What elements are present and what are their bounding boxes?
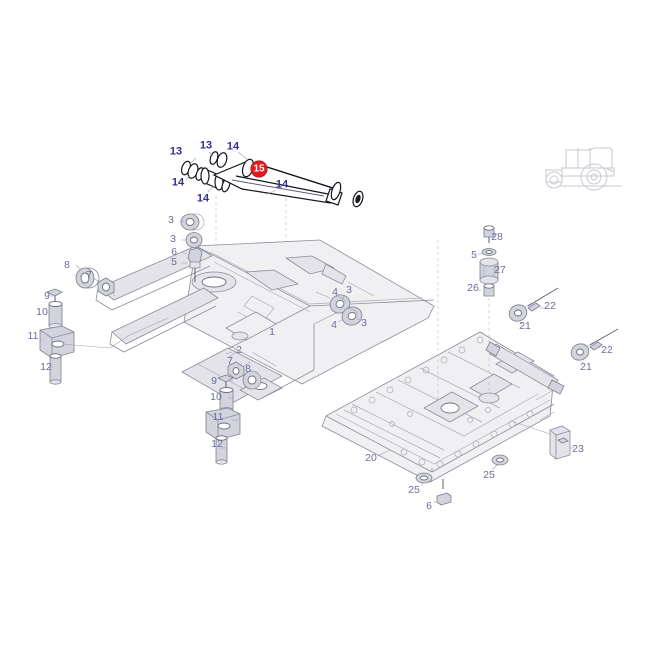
callout-label-11[interactable]: 11 bbox=[27, 329, 39, 342]
right-pin-sets bbox=[485, 287, 619, 395]
callout-label-28[interactable]: 28 bbox=[491, 230, 503, 243]
hydraulic-cylinder-assembly bbox=[180, 151, 364, 208]
callout-label-27[interactable]: 27 bbox=[494, 263, 506, 276]
lower-mount-hardware bbox=[205, 351, 262, 465]
callout-label-5[interactable]: 5 bbox=[471, 248, 477, 261]
callout-label-2[interactable]: 2 bbox=[236, 343, 242, 356]
callout-label-9[interactable]: 9 bbox=[211, 374, 217, 387]
callout-label-6[interactable]: 6 bbox=[171, 245, 177, 258]
callout-label-13[interactable]: 13 bbox=[199, 139, 213, 152]
callout-label-8[interactable]: 8 bbox=[245, 362, 251, 375]
callout-label-5[interactable]: 5 bbox=[171, 255, 177, 268]
right-bushing-pairs bbox=[315, 291, 363, 326]
callout-label-4[interactable]: 4 bbox=[332, 285, 338, 298]
callout-label-3[interactable]: 3 bbox=[170, 232, 176, 245]
callout-label-9[interactable]: 9 bbox=[44, 289, 50, 302]
callout-label-4[interactable]: 4 bbox=[331, 318, 337, 331]
tractor-silhouette-icon bbox=[545, 147, 622, 191]
top-mount-hardware bbox=[179, 213, 205, 282]
callout-label-14[interactable]: 14 bbox=[275, 178, 289, 191]
callout-label-8[interactable]: 8 bbox=[64, 258, 70, 271]
callout-label-3[interactable]: 3 bbox=[346, 283, 352, 296]
callout-label-12[interactable]: 12 bbox=[211, 437, 223, 450]
upper-chassis-frame bbox=[95, 239, 435, 403]
callout-label-22[interactable]: 22 bbox=[601, 343, 613, 356]
callout-label-3[interactable]: 3 bbox=[168, 213, 174, 226]
highlighted-part-badge[interactable]: 15 bbox=[250, 160, 268, 178]
callout-label-7[interactable]: 7 bbox=[227, 354, 233, 367]
callout-label-1[interactable]: 1 bbox=[269, 325, 275, 338]
callout-label-23[interactable]: 23 bbox=[572, 442, 584, 455]
callout-label-25[interactable]: 25 bbox=[483, 468, 495, 481]
callout-label-6[interactable]: 6 bbox=[426, 499, 432, 512]
lower-plate-assembly bbox=[321, 331, 555, 506]
callout-label-14[interactable]: 14 bbox=[226, 140, 240, 153]
callout-label-14[interactable]: 14 bbox=[171, 176, 185, 189]
callout-label-10[interactable]: 10 bbox=[210, 390, 222, 403]
callout-label-20[interactable]: 20 bbox=[365, 451, 377, 464]
bracket-23 bbox=[513, 421, 574, 460]
callout-label-11[interactable]: 11 bbox=[212, 410, 224, 423]
callout-label-10[interactable]: 10 bbox=[36, 305, 48, 318]
callout-label-3[interactable]: 3 bbox=[361, 316, 367, 329]
callout-label-21[interactable]: 21 bbox=[580, 360, 592, 373]
callout-label-22[interactable]: 22 bbox=[544, 299, 556, 312]
callout-label-13[interactable]: 13 bbox=[169, 145, 183, 158]
callout-label-26[interactable]: 26 bbox=[467, 281, 479, 294]
left-mount-hardware bbox=[39, 264, 169, 385]
callout-label-7[interactable]: 7 bbox=[86, 268, 92, 281]
callout-label-12[interactable]: 12 bbox=[40, 360, 52, 373]
callout-label-21[interactable]: 21 bbox=[519, 319, 531, 332]
callout-label-14[interactable]: 14 bbox=[196, 192, 210, 205]
callout-label-25[interactable]: 25 bbox=[408, 483, 420, 496]
